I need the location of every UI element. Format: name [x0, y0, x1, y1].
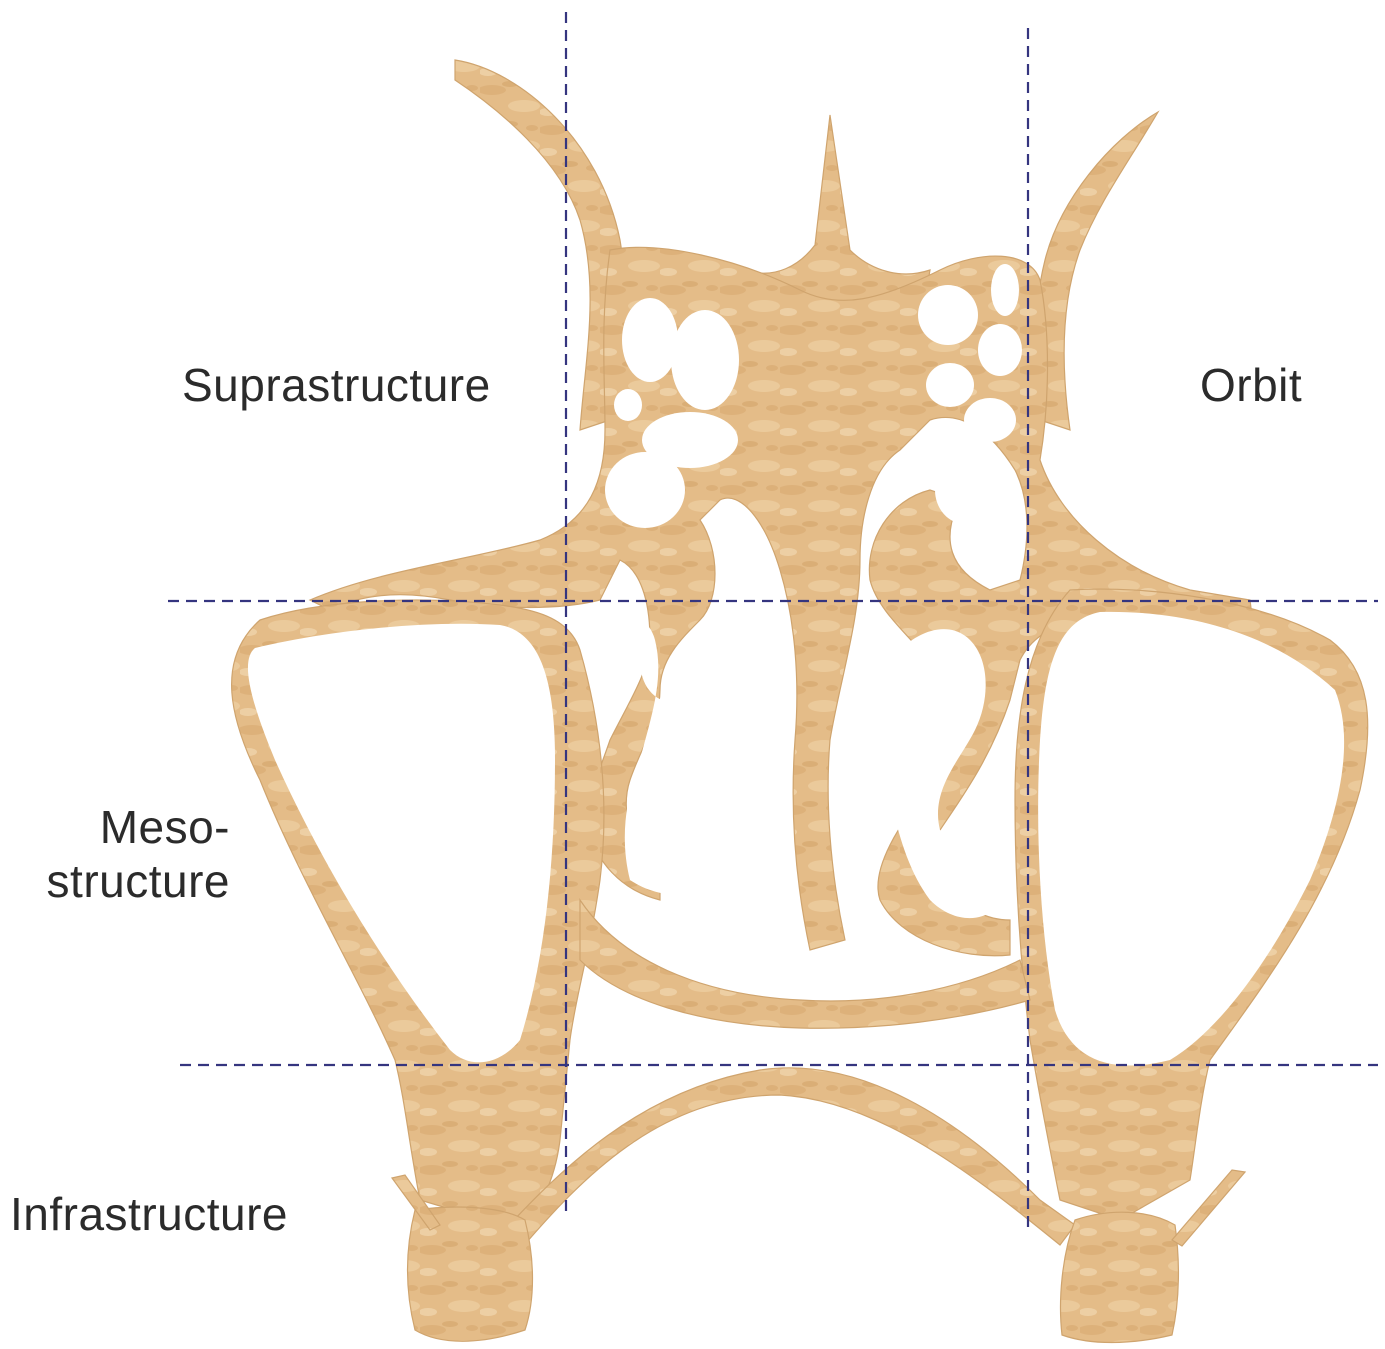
label-meso-line1: Meso-: [36, 800, 230, 854]
label-infrastructure: Infrastructure: [10, 1187, 288, 1241]
palate-arch: [500, 1068, 1075, 1250]
right-frontal-process: [1035, 112, 1158, 430]
label-suprastructure: Suprastructure: [182, 358, 491, 412]
right-maxillary-sinus: [1038, 612, 1344, 1066]
left-alveolar-process: [408, 1207, 533, 1341]
right-alveolar-process: [1061, 1212, 1179, 1342]
label-mesostructure: Meso- structure: [36, 800, 230, 909]
bone-silhouette: [232, 60, 1368, 1343]
label-orbit: Orbit: [1200, 358, 1302, 412]
label-meso-line2: structure: [36, 854, 230, 908]
